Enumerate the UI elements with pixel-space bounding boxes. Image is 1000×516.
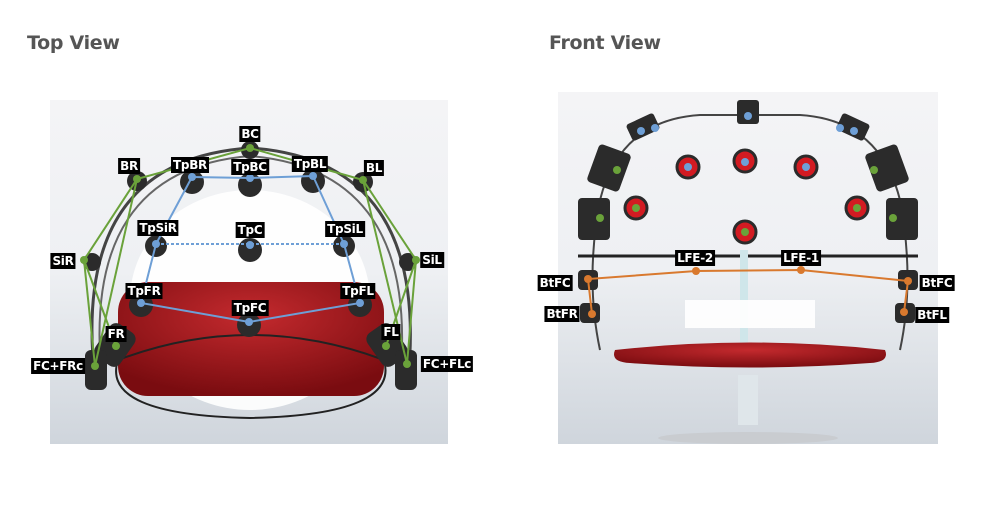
bottom-layer-lines xyxy=(586,268,910,315)
label-tpfc: TpFC xyxy=(231,300,269,316)
label-btfr: BtFR xyxy=(544,306,580,322)
label-tpsir: TpSiR xyxy=(137,220,179,236)
label-btfc-right: BtFC xyxy=(537,275,573,291)
label-sir: SiR xyxy=(50,253,76,269)
label-bl: BL xyxy=(363,160,385,176)
label-fc-flc: FC+FLc xyxy=(420,356,474,372)
top-view-title: Top View xyxy=(27,32,120,54)
label-tpfl: TpFL xyxy=(340,283,376,299)
label-lfe-1: LFE-1 xyxy=(781,250,821,266)
label-tpc: TpC xyxy=(235,222,265,238)
label-fl: FL xyxy=(381,324,401,340)
label-btfc-left: BtFC xyxy=(919,275,955,291)
front-view-panel xyxy=(558,92,938,444)
label-sil: SiL xyxy=(420,252,444,268)
label-fr: FR xyxy=(105,326,127,342)
seat-shape-front xyxy=(614,342,886,368)
front-view-title: Front View xyxy=(549,32,661,54)
seat-frame xyxy=(115,334,387,420)
label-lfe-2: LFE-2 xyxy=(675,250,715,266)
label-tpfr: TpFR xyxy=(125,283,163,299)
label-tpbl: TpBL xyxy=(291,156,329,172)
label-fc-frc: FC+FRc xyxy=(31,358,85,374)
top-view-panel xyxy=(50,100,448,444)
label-tpbc: TpBC xyxy=(231,159,269,175)
label-tpbr: TpBR xyxy=(171,157,209,173)
label-br: BR xyxy=(118,158,140,174)
label-btfl: BtFL xyxy=(915,307,949,323)
label-bc: BC xyxy=(239,126,261,142)
label-tpsil: TpSiL xyxy=(325,221,365,237)
